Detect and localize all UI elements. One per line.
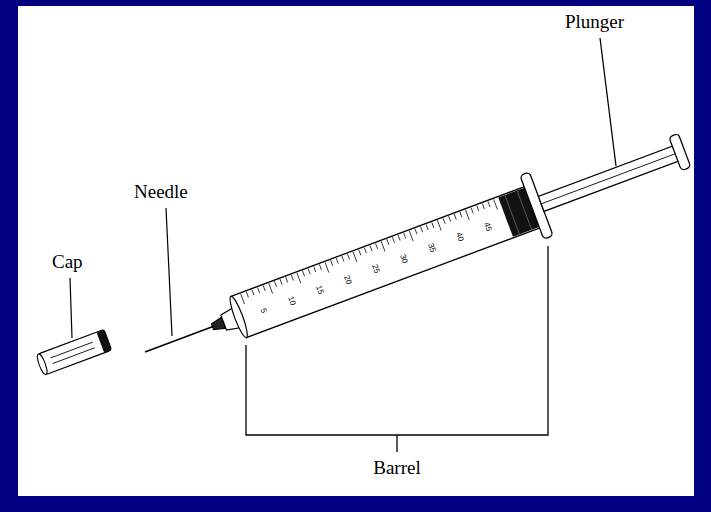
- scale-tick: [376, 243, 378, 249]
- scale-tick: [387, 239, 389, 245]
- scale-tick: [432, 222, 434, 228]
- scale-tick: [398, 235, 400, 241]
- scale-tick: [353, 252, 357, 262]
- scale-tick: [347, 254, 349, 260]
- scale-tick: [342, 256, 344, 262]
- scale-number: 10: [286, 295, 297, 306]
- scale-tick: [241, 294, 245, 304]
- scale-tick: [426, 224, 428, 230]
- scale-tick: [409, 231, 413, 241]
- scale-tick: [415, 229, 417, 235]
- leader-lines: [70, 38, 616, 338]
- scale-tick: [494, 199, 498, 209]
- scale-tick: [325, 262, 329, 272]
- scale-tick: [291, 275, 293, 281]
- scale-tick: [370, 245, 372, 251]
- scale-tick: [269, 283, 273, 293]
- scale-tick: [308, 269, 310, 275]
- scale-tick: [258, 288, 260, 294]
- part-label: Cap: [52, 252, 83, 273]
- scale-tick: [286, 277, 288, 283]
- part-label: Plunger: [565, 12, 624, 33]
- scale-tick: [331, 260, 333, 266]
- scale-number: 20: [342, 274, 353, 285]
- cap-drawing: [36, 329, 112, 375]
- scale-tick: [482, 203, 484, 209]
- scale-tick: [460, 212, 462, 218]
- scale-tick: [454, 214, 456, 220]
- scale-tick: [392, 237, 394, 243]
- scale-tick: [319, 264, 321, 270]
- scale-tick: [252, 290, 254, 296]
- scale-tick: [437, 220, 441, 230]
- scale-tick: [246, 292, 248, 298]
- scale-tick: [359, 250, 361, 256]
- scale-tick: [302, 271, 304, 277]
- scale-tick: [421, 227, 423, 233]
- syringe-body: [133, 118, 696, 383]
- scale-tick: [314, 266, 316, 272]
- part-label: Needle: [134, 182, 188, 203]
- part-label: Barrel: [373, 458, 420, 479]
- scale-tick: [471, 208, 473, 214]
- scale-tick: [443, 218, 445, 224]
- scale-tick: [297, 273, 301, 283]
- scale-tick: [488, 201, 490, 207]
- white-panel: [18, 6, 694, 496]
- scale-tick: [381, 241, 385, 251]
- scale-tick: [274, 281, 276, 287]
- scale-tick: [465, 210, 469, 220]
- scale-tick: [449, 216, 451, 222]
- barrel-bracket: [246, 246, 548, 452]
- scale-tick: [263, 285, 265, 291]
- scale-tick: [404, 233, 406, 239]
- scale-tick: [364, 248, 366, 254]
- scale-tick: [336, 258, 338, 264]
- scale-tick: [477, 206, 479, 212]
- scale-tick: [280, 279, 282, 285]
- scale-number: 30: [398, 253, 409, 264]
